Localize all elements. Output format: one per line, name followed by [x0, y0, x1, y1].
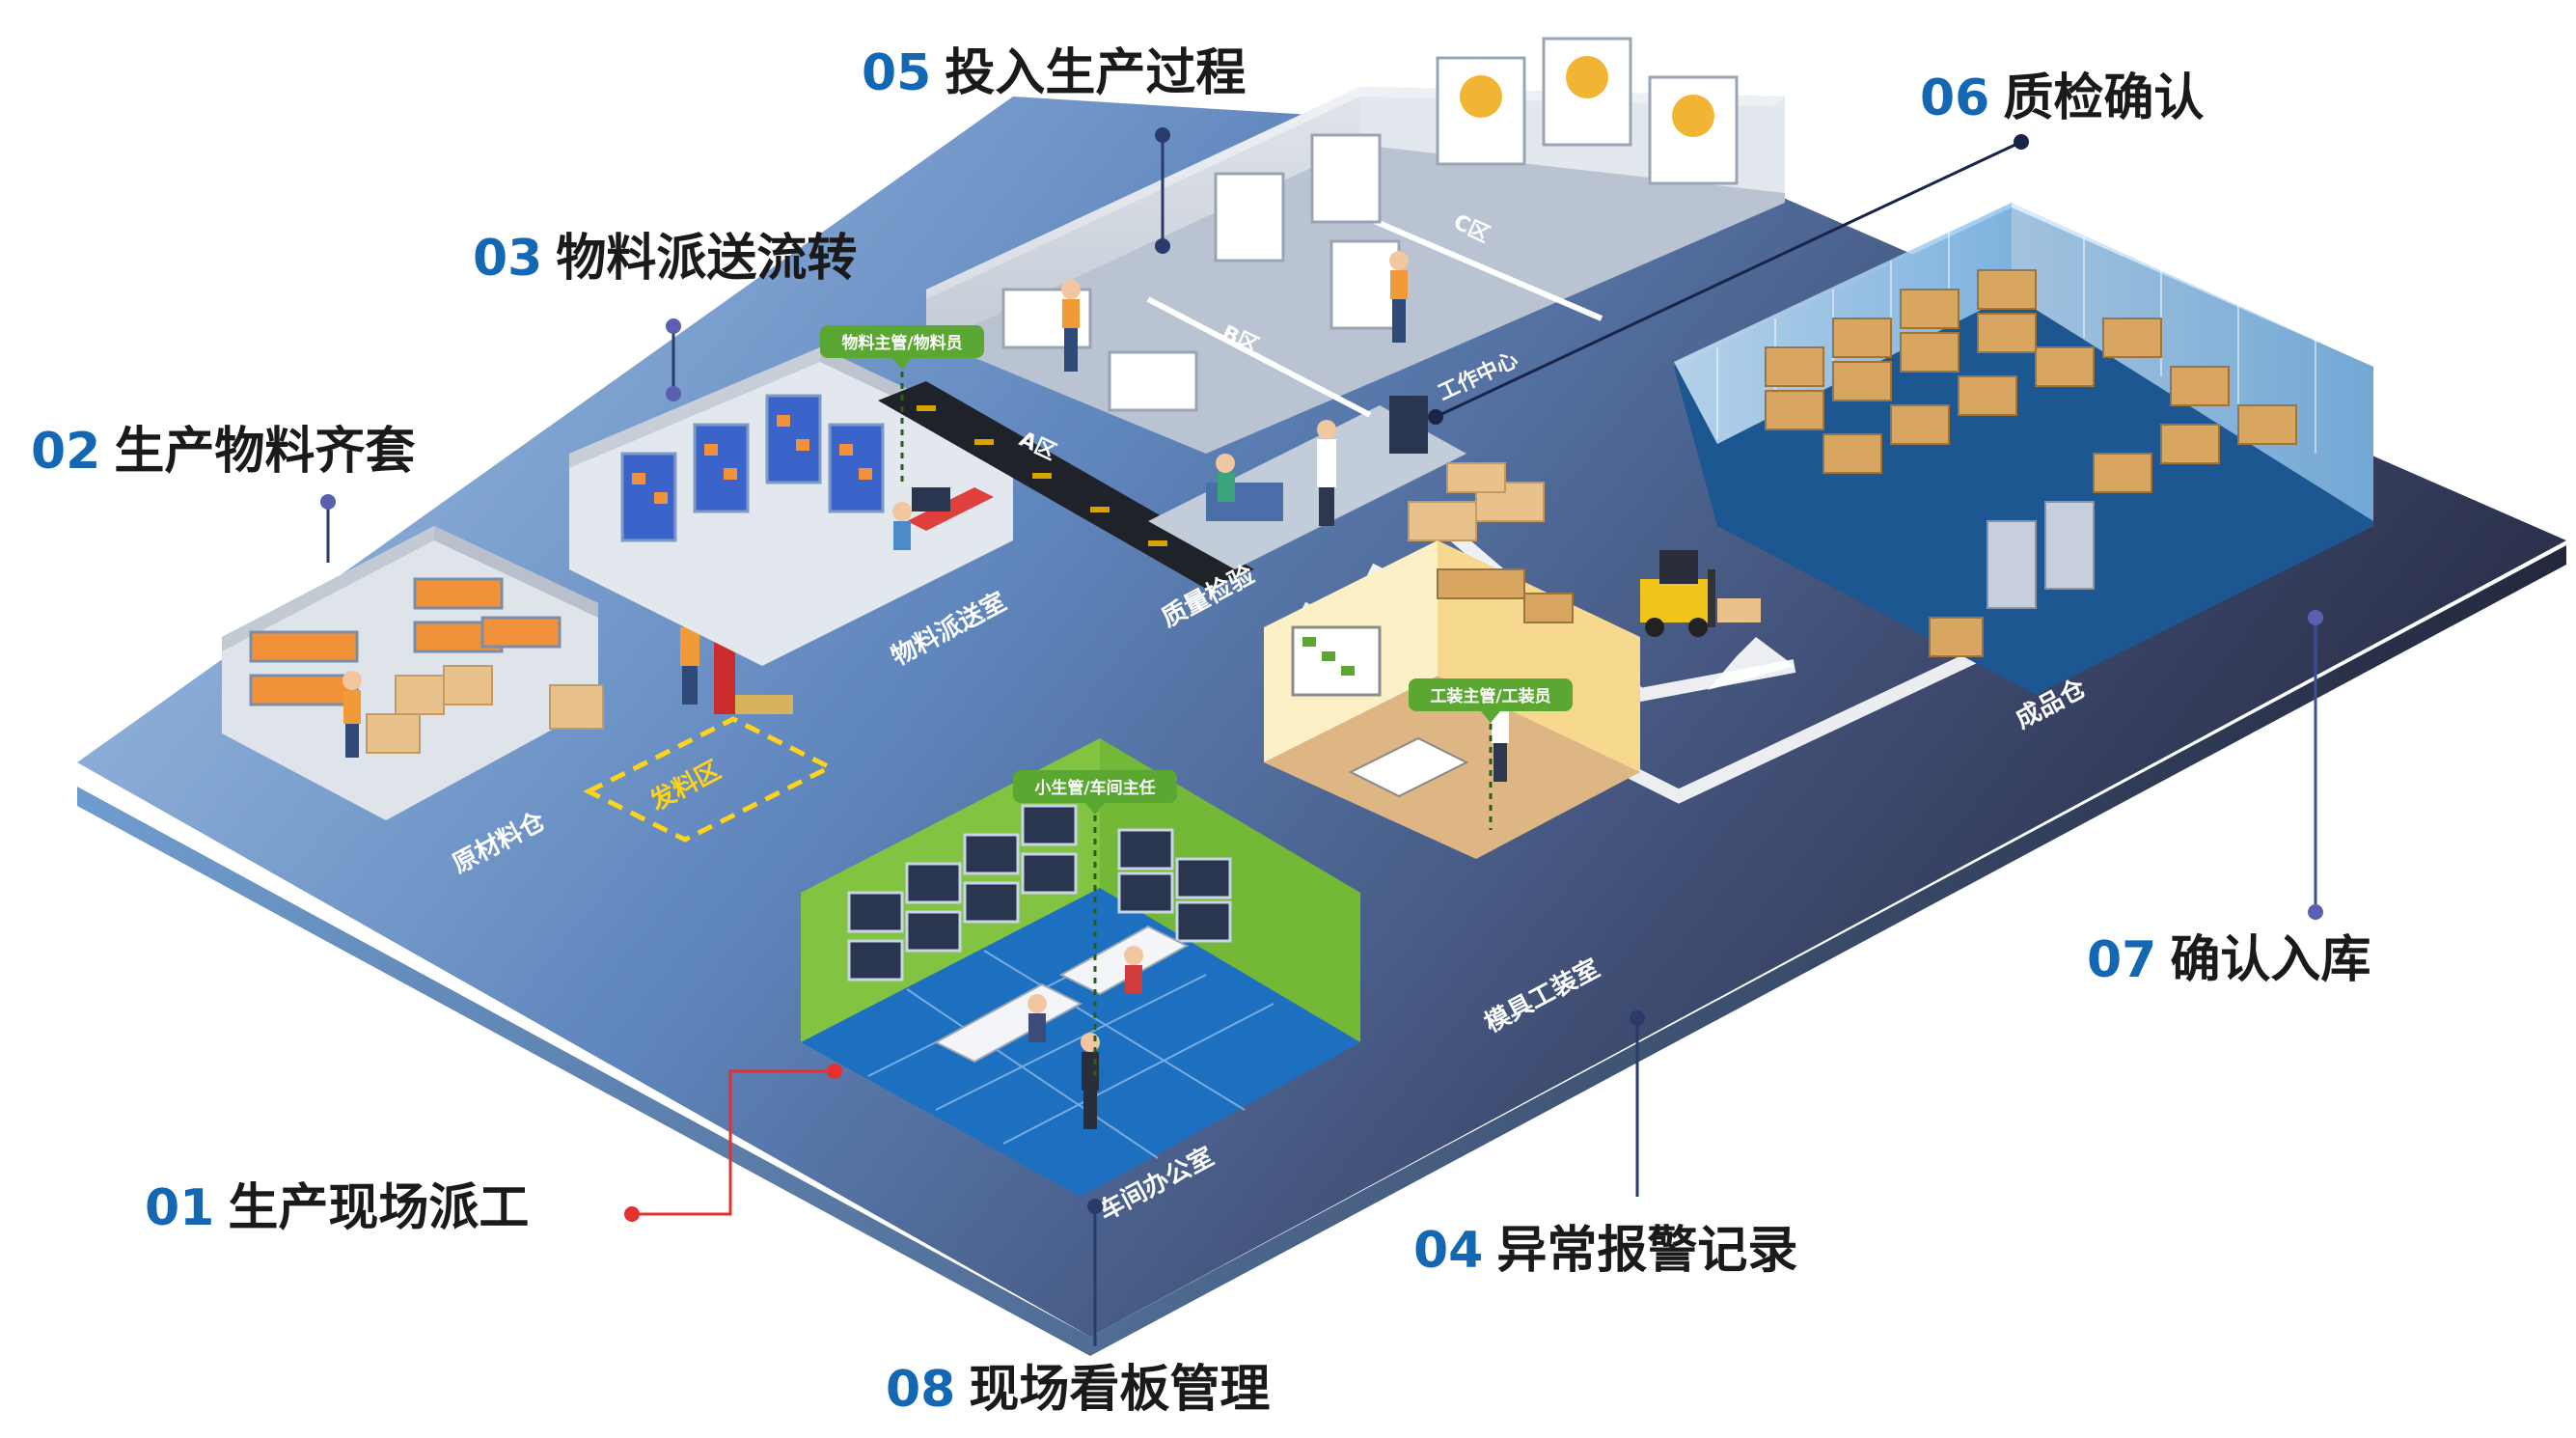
step-number: 01 — [145, 1179, 215, 1237]
mold-room — [1264, 540, 1640, 859]
callout-lines — [320, 127, 2323, 1346]
step-number: 06 — [1920, 69, 1990, 127]
raw-warehouse — [222, 526, 604, 820]
step-text: 现场看板管理 — [969, 1361, 1271, 1419]
step-number: 08 — [886, 1361, 956, 1419]
step-number: 02 — [31, 423, 101, 481]
callout-dot-01 — [624, 1206, 640, 1222]
step-number: 05 — [862, 44, 932, 102]
quality-check-area — [1148, 396, 1466, 569]
step-text: 确认入库 — [2170, 931, 2371, 989]
step-number: 04 — [1413, 1222, 1484, 1280]
workshop-office — [801, 738, 1360, 1197]
road-arrow — [1708, 637, 1795, 690]
tag-workshop: 小生管/车间主任 — [1013, 770, 1177, 815]
svg-text:工装主管/工装员: 工装主管/工装员 — [1430, 686, 1550, 706]
svg-text:小生管/车间主任: 小生管/车间主任 — [1034, 778, 1155, 798]
callout-line-01 — [632, 1069, 835, 1216]
step-number: 03 — [473, 230, 543, 288]
step-text: 质检确认 — [2003, 69, 2205, 127]
finished-warehouse — [1674, 203, 2373, 695]
step-text: 物料派送流转 — [556, 230, 858, 288]
step-text: 投入生产过程 — [945, 44, 1247, 102]
tag-tooling: 工装主管/工装员 — [1409, 678, 1573, 723]
step-number: 07 — [2087, 931, 2157, 989]
tag-material: 物料主管/物料员 — [820, 325, 984, 370]
step-text: 异常报警记录 — [1496, 1222, 1798, 1280]
forklift — [1640, 550, 1761, 637]
issue-area — [583, 716, 836, 843]
conveyor-belt — [878, 381, 1254, 589]
production-area — [926, 37, 1785, 454]
svg-text:物料主管/物料员: 物料主管/物料员 — [841, 333, 962, 353]
step-text: 生产现场派工 — [228, 1179, 530, 1237]
aisle-boxes — [1408, 462, 1545, 541]
step-text: 生产物料齐套 — [114, 423, 416, 481]
callout-line-06 — [1435, 140, 2022, 419]
